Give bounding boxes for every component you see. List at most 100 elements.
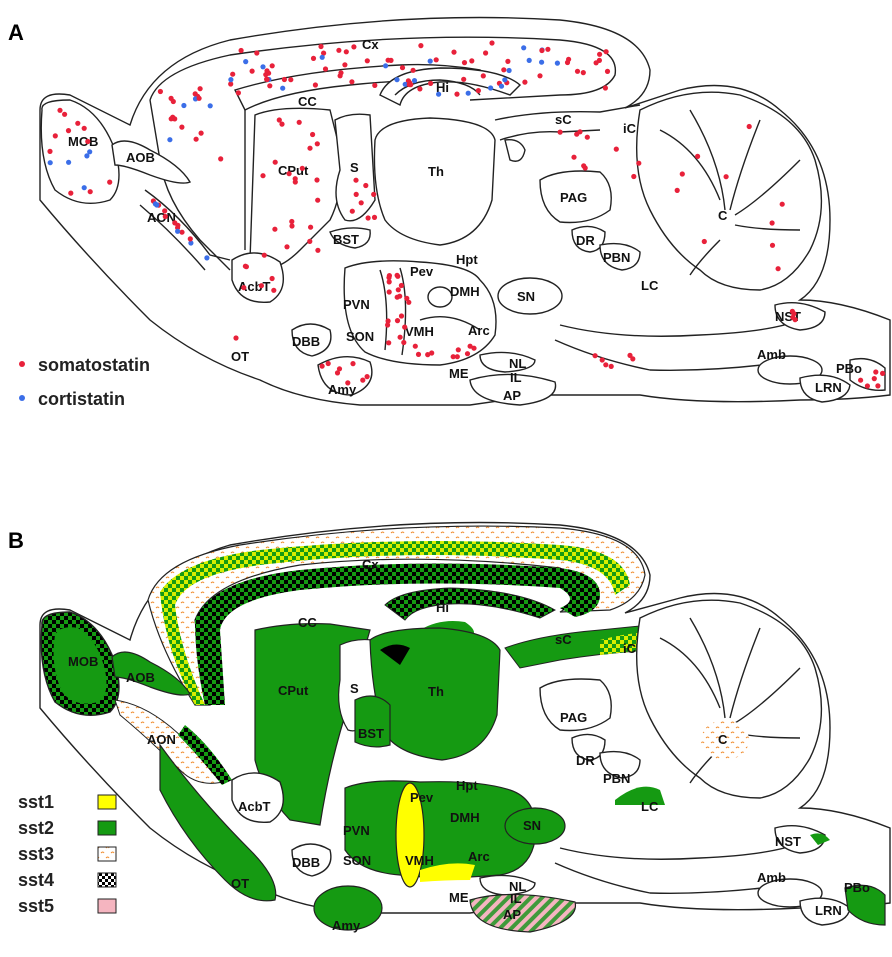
- distribution-dot: [385, 322, 391, 328]
- region-bst-a: BST: [333, 232, 359, 247]
- distribution-dot: [406, 299, 412, 305]
- distribution-dot: [599, 357, 605, 363]
- distribution-dot: [779, 201, 785, 207]
- distribution-dot: [157, 88, 163, 95]
- distribution-dot: [769, 242, 776, 248]
- distribution-dot: [566, 56, 572, 62]
- distribution-dot: [289, 218, 295, 225]
- distribution-dot: [296, 119, 302, 125]
- distribution-dot: [325, 360, 331, 367]
- distribution-dot: [428, 80, 434, 86]
- region-aon-a: AON: [147, 210, 176, 225]
- distribution-dot: [47, 160, 53, 166]
- distribution-dot: [521, 45, 527, 51]
- distribution-dot: [272, 159, 278, 165]
- region-th-a: Th: [428, 164, 444, 179]
- distribution-dot: [179, 124, 185, 130]
- distribution-dot: [398, 313, 405, 319]
- distribution-dot: [365, 215, 371, 221]
- distribution-dot: [342, 62, 348, 68]
- distribution-dot: [307, 238, 313, 244]
- distribution-dot: [505, 58, 511, 64]
- distribution-dot: [345, 380, 351, 386]
- distribution-dot: [57, 107, 63, 113]
- region-sc-a: sC: [555, 112, 572, 127]
- distribution-dot: [322, 66, 329, 72]
- distribution-dot: [175, 228, 181, 234]
- distribution-dot: [399, 65, 406, 71]
- distribution-dot: [243, 59, 249, 65]
- distribution-dot: [873, 369, 879, 375]
- panel-b-legend: sst1 sst2 sst3 sst4 sst5: [18, 792, 117, 916]
- distribution-dot: [264, 76, 270, 82]
- panel-b: B: [8, 521, 891, 933]
- panel-a-letter: A: [8, 20, 24, 45]
- distribution-dot: [288, 77, 294, 83]
- region-lc-a: LC: [641, 278, 659, 293]
- distribution-dot: [198, 130, 204, 136]
- distribution-dot: [469, 58, 475, 64]
- distribution-dot: [410, 67, 416, 73]
- distribution-dot: [319, 363, 325, 369]
- distribution-dot: [454, 354, 460, 360]
- distribution-dot: [411, 78, 418, 84]
- distribution-dot: [465, 90, 471, 96]
- distribution-dot: [397, 334, 403, 340]
- distribution-dot: [429, 350, 435, 356]
- distribution-dot: [207, 103, 213, 109]
- distribution-dot: [436, 91, 442, 97]
- region-ot-a: OT: [231, 349, 249, 364]
- distribution-dot: [580, 70, 586, 76]
- region-th-b: Th: [428, 684, 444, 699]
- region-amy-a: Amy: [328, 382, 357, 397]
- distribution-dot: [68, 190, 74, 196]
- distribution-dot: [218, 156, 224, 162]
- region-pag-b: PAG: [560, 710, 587, 725]
- region-sn-a: SN: [517, 289, 535, 304]
- region-cx-a: Cx: [362, 37, 379, 52]
- distribution-dot: [498, 83, 505, 89]
- distribution-dot: [385, 318, 391, 324]
- region-pev-a: Pev: [410, 264, 434, 279]
- distribution-dot: [314, 177, 320, 183]
- distribution-dot: [353, 177, 359, 183]
- region-pbo-b: PBo: [844, 880, 870, 895]
- distribution-dot: [415, 351, 422, 357]
- distribution-dot: [412, 343, 418, 349]
- distribution-dot: [394, 77, 400, 83]
- region-ot-b: OT: [231, 876, 249, 891]
- region-amy-b: Amy: [332, 918, 361, 933]
- region-pvn-b: PVN: [343, 823, 370, 838]
- distribution-dot: [539, 47, 545, 54]
- distribution-dot: [75, 120, 81, 126]
- distribution-dot: [537, 73, 543, 79]
- distribution-dot: [875, 383, 881, 389]
- distribution-dot: [358, 200, 364, 206]
- distribution-dot: [310, 131, 316, 138]
- region-ic-b: iC: [623, 641, 637, 656]
- region-pev-b: Pev: [410, 790, 434, 805]
- distribution-dot: [364, 374, 370, 380]
- region-nl-a: NL: [509, 356, 526, 371]
- region-pbn-b: PBN: [603, 771, 630, 786]
- distribution-dot: [608, 363, 614, 369]
- distribution-dot: [723, 174, 729, 180]
- distribution-dot: [701, 238, 707, 245]
- region-lrn-a: LRN: [815, 380, 842, 395]
- distribution-dot: [394, 272, 400, 278]
- distribution-dot: [350, 361, 356, 367]
- distribution-dot: [427, 58, 433, 64]
- distribution-dot: [289, 223, 295, 229]
- region-sc-b: sC: [555, 632, 572, 647]
- legend-sst2-label: sst2: [18, 818, 54, 838]
- distribution-dot: [62, 111, 68, 117]
- distribution-dot: [196, 95, 202, 101]
- distribution-dot: [52, 133, 58, 139]
- panel-a-outline: [39, 16, 891, 406]
- region-hi-a: Hi: [436, 80, 449, 95]
- distribution-dot: [386, 289, 392, 295]
- region-nst-a: NST: [775, 309, 801, 324]
- distribution-dot: [636, 160, 642, 166]
- distribution-dot: [336, 47, 342, 53]
